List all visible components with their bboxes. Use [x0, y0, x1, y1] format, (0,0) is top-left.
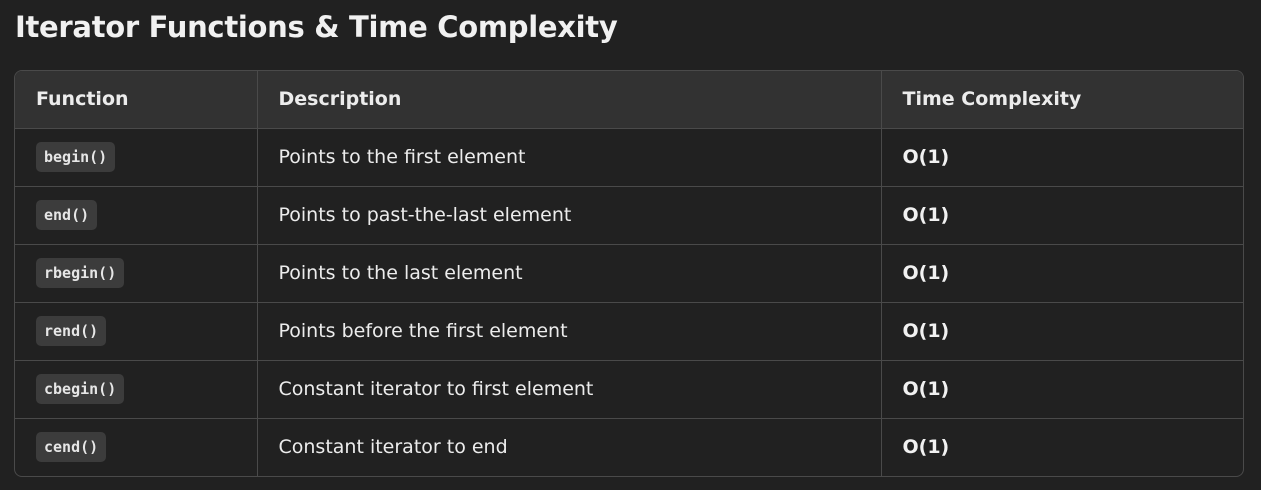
- description-cell: Points to past-the-last element: [257, 186, 882, 245]
- function-code: cbegin(): [36, 374, 125, 404]
- function-cell: end(): [15, 186, 258, 245]
- column-header-function: Function: [15, 71, 258, 129]
- function-cell: cbegin(): [15, 360, 258, 419]
- description-cell: Points before the first element: [257, 302, 882, 361]
- table-row: end() Points to past-the-last element O(…: [15, 186, 1243, 245]
- table-row: rend() Points before the first element O…: [15, 302, 1243, 361]
- table: Function Description Time Complexity beg…: [15, 71, 1243, 476]
- table-row: rbegin() Points to the last element O(1): [15, 244, 1243, 303]
- function-code: rend(): [36, 316, 107, 346]
- complexity-cell: O(1): [902, 436, 950, 459]
- function-code: cend(): [36, 432, 107, 463]
- table-row: cend() Constant iterator to end O(1): [15, 418, 1243, 476]
- complexity-cell: O(1): [881, 186, 1243, 245]
- function-cell: begin(): [15, 128, 258, 187]
- complexity-cell: O(1): [881, 128, 1243, 187]
- table-header: Function Description Time Complexity: [15, 71, 1243, 129]
- function-cell: rbegin(): [15, 244, 258, 303]
- description-cell: Points to the last element: [257, 244, 882, 303]
- description-cell: Constant iterator to end: [257, 418, 882, 476]
- complexity-cell: O(1): [881, 360, 1243, 419]
- column-header-time-complexity: Time Complexity: [881, 71, 1243, 129]
- table-row: cbegin() Constant iterator to first elem…: [15, 360, 1243, 419]
- table-row: begin() Points to the first element O(1): [15, 128, 1243, 187]
- iterator-table: Function Description Time Complexity beg…: [14, 70, 1244, 477]
- header-row: Function Description Time Complexity: [15, 71, 1243, 129]
- function-code: end(): [36, 200, 98, 230]
- description-cell: Points to the first element: [257, 128, 882, 187]
- function-cell: rend(): [15, 302, 258, 361]
- function-cell: cend(): [15, 418, 258, 476]
- complexity-cell: O(1): [881, 244, 1243, 303]
- page-title: Iterator Functions & Time Complexity: [15, 10, 618, 44]
- table-body: begin() Points to the first element O(1)…: [15, 128, 1243, 476]
- function-code: begin(): [36, 142, 116, 172]
- complexity-cell: O(1): [881, 302, 1243, 361]
- description-cell: Constant iterator to first element: [257, 360, 882, 419]
- function-code: rbegin(): [36, 258, 125, 288]
- column-header-description: Description: [257, 71, 882, 129]
